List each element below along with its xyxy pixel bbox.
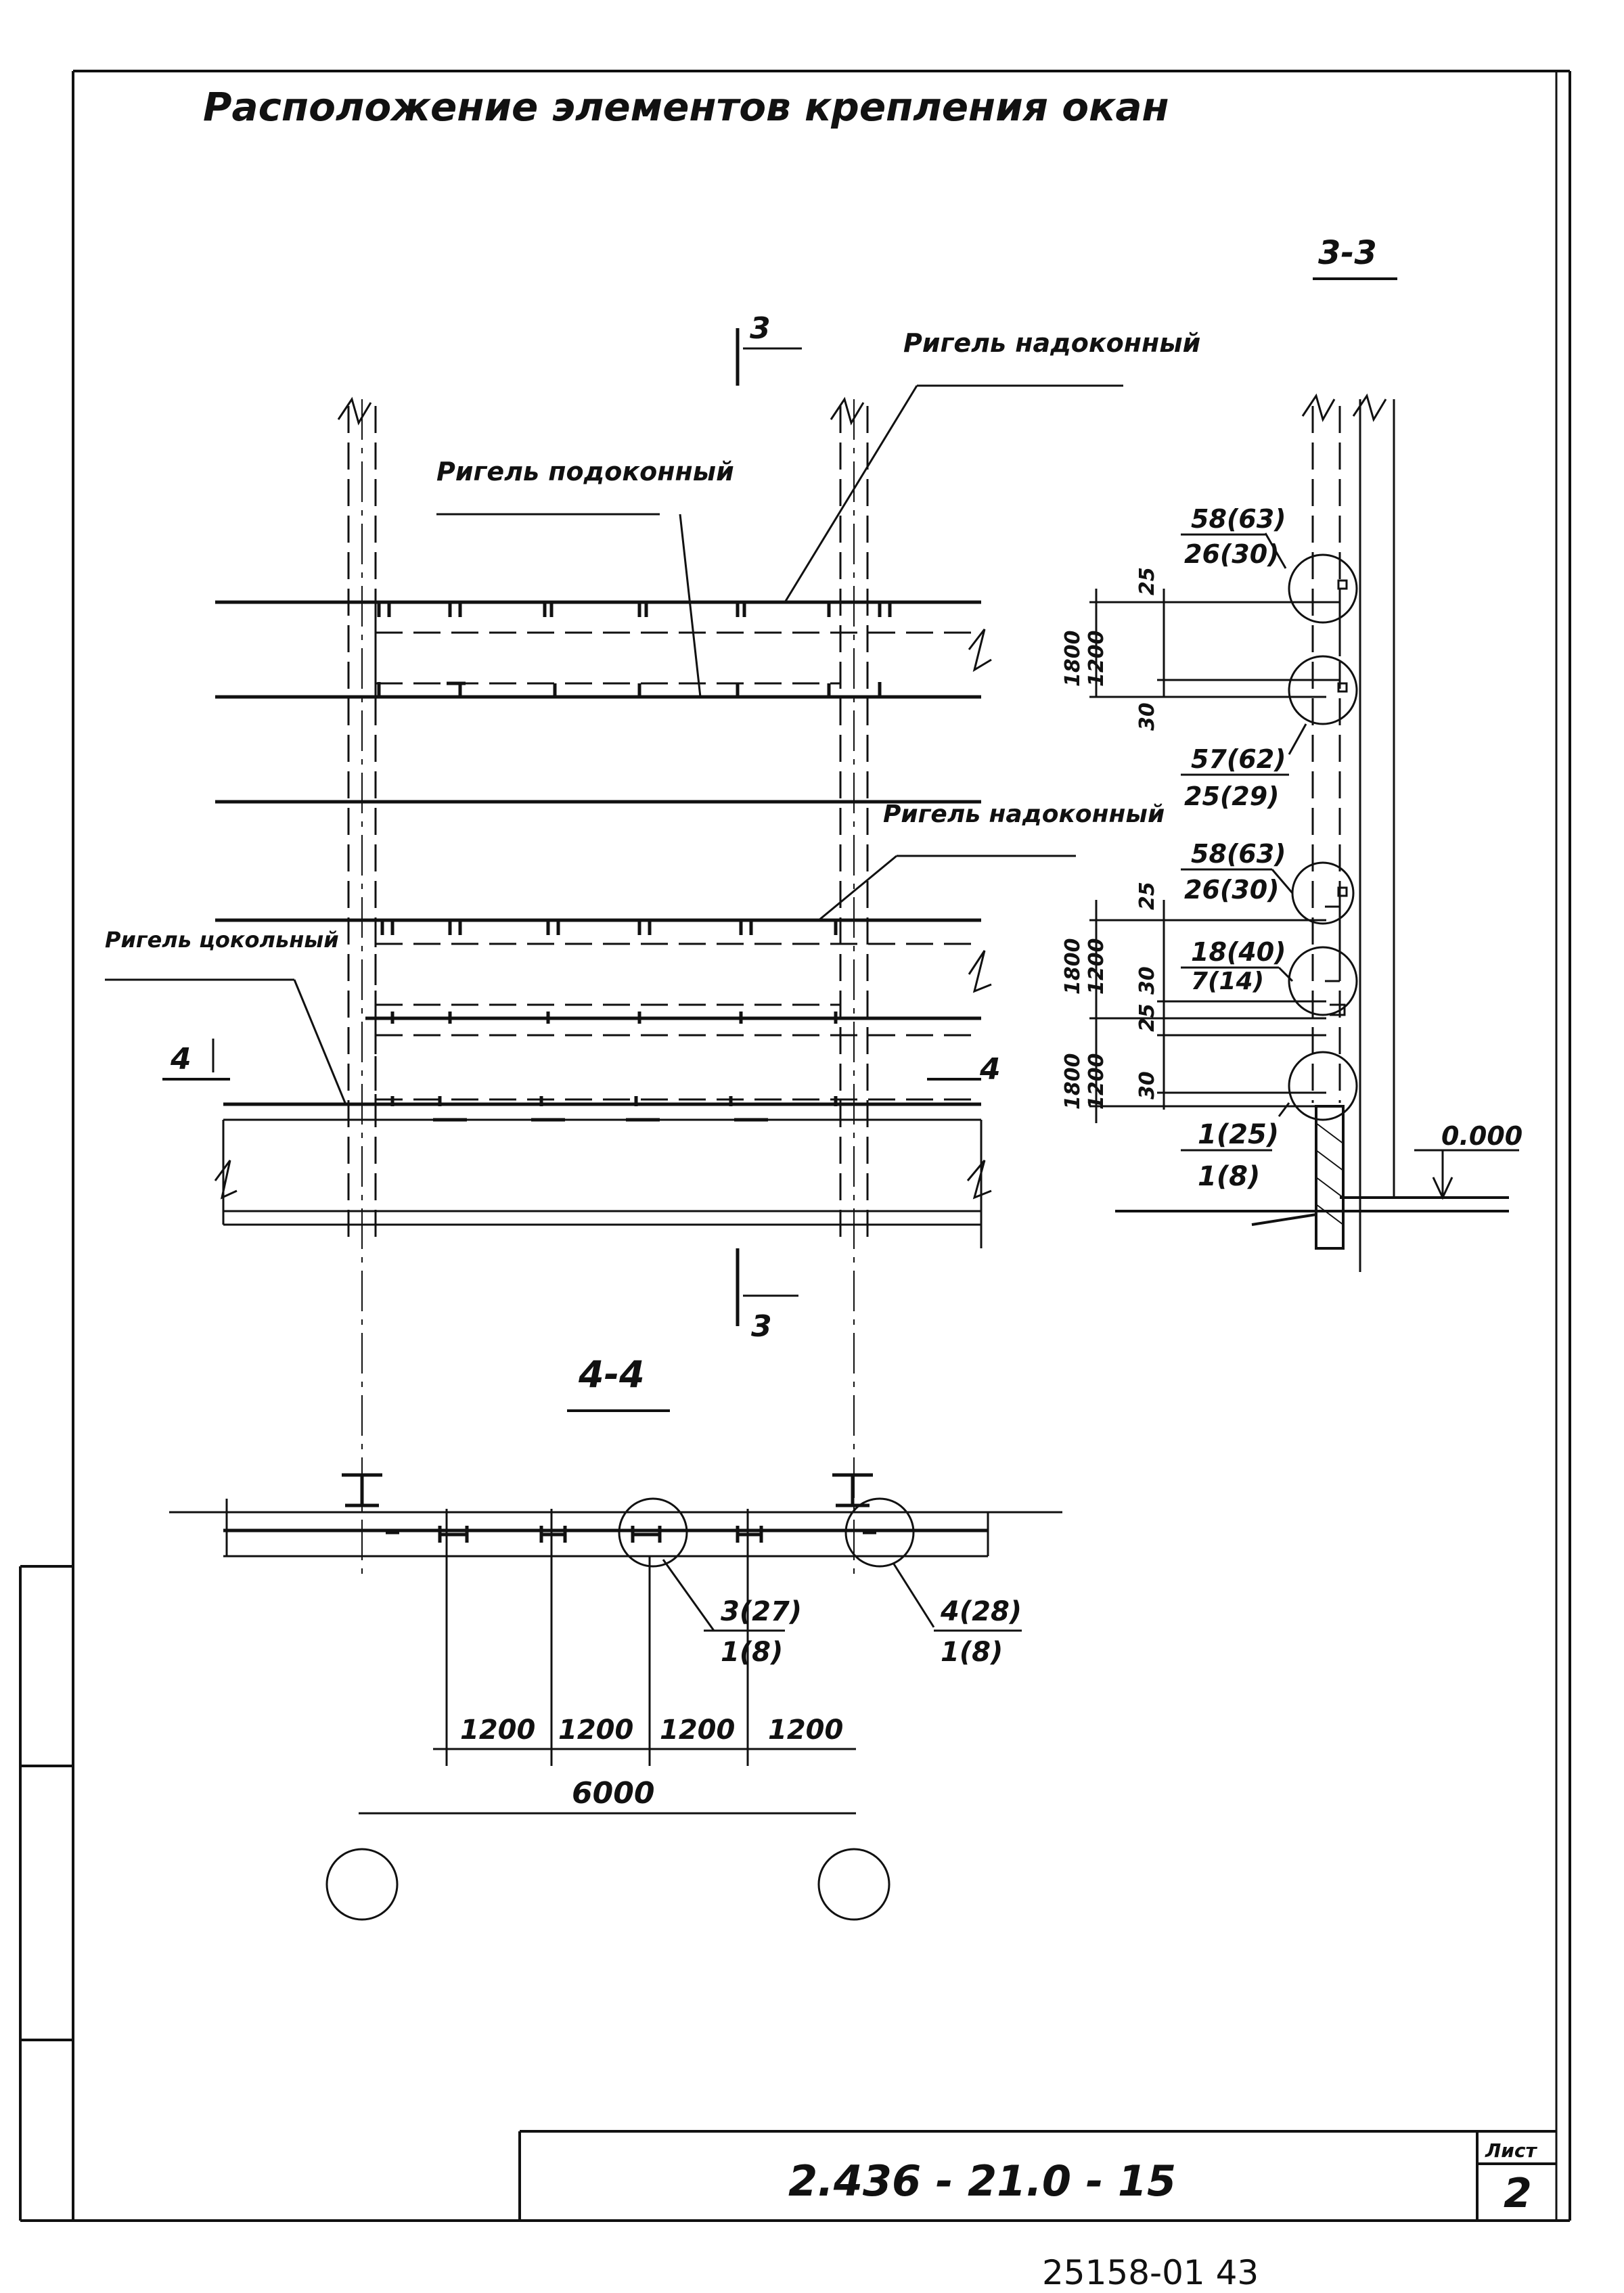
callout-1-top: 58(63) — [1191, 504, 1286, 534]
callout-2-top: 57(62) — [1191, 744, 1286, 774]
callout-2-bottom: 25(29) — [1184, 781, 1280, 811]
dim-25-c: 25 — [1135, 1003, 1159, 1032]
cut-3-bottom: 3 — [751, 1309, 772, 1344]
callout-1-bottom: 26(30) — [1184, 539, 1280, 569]
plan-callout-1-bottom: 1(8) — [721, 1637, 783, 1668]
rigel-lines — [215, 600, 981, 1226]
archive-number: 25158-01 43 — [1042, 2253, 1259, 2292]
plan-dim-2: 1200 — [558, 1715, 633, 1746]
column-right — [839, 399, 869, 1576]
cut-4-left: 4 — [170, 1042, 191, 1076]
dim-25-a: 25 — [1135, 567, 1159, 595]
section-4-4-title: 4-4 — [578, 1353, 645, 1396]
sheet-frame — [72, 70, 1571, 2222]
dim-1200-b: 1200 — [1085, 938, 1108, 995]
callout-5-bottom: 1(8) — [1198, 1161, 1260, 1192]
dim-1800-a: 1800 — [1061, 631, 1085, 687]
section-4-4-view: 4-4 3(27) 1(8) 4(28) 1 — [169, 1353, 1062, 1921]
label-rigel-nadokonny-2: Ригель надоконный — [883, 800, 1165, 828]
page-title: Расположение элементов крепления окан — [203, 84, 1169, 130]
title-block — [518, 2130, 1556, 2221]
sheet-number: 2 — [1504, 2170, 1532, 2217]
plan-callout-2-top: 4(28) — [940, 1596, 1022, 1627]
margin-stamp — [19, 1565, 73, 2222]
drawing-number: 2.436 - 21.0 - 15 — [788, 2156, 1176, 2206]
plan-dim-3: 1200 — [660, 1715, 735, 1746]
dim-1200-a: 1200 — [1085, 631, 1108, 687]
dim-1800-b: 1800 — [1061, 938, 1085, 995]
column-left — [347, 399, 377, 1576]
dim-1800-c: 1800 — [1061, 1053, 1085, 1110]
section-3-3-view: 3-3 — [1061, 234, 1522, 1272]
label-rigel-tsokolny: Ригель цокольный — [105, 927, 339, 953]
fastener-ticks — [377, 602, 892, 1106]
callout-3-bottom: 26(30) — [1184, 875, 1280, 905]
cut-3-top: 3 — [750, 311, 771, 346]
callout-4-top: 18(40) — [1191, 937, 1286, 967]
dim-1200-c: 1200 — [1085, 1053, 1108, 1110]
sheet-label: Лист — [1485, 2139, 1537, 2162]
callout-4-bottom: 7(14) — [1191, 968, 1264, 995]
elevation-view: Ригель надоконный Ригель подоконный Риге… — [105, 311, 1200, 1576]
plan-callout-1-top: 3(27) — [721, 1596, 802, 1627]
level-mark: 0.000 — [1441, 1121, 1522, 1151]
section-3-3-title: 3-3 — [1318, 234, 1377, 272]
dim-25-b: 25 — [1135, 882, 1159, 910]
plan-dim-total: 6000 — [572, 1776, 654, 1811]
callout-3-top: 58(63) — [1191, 839, 1286, 869]
window-panel-outlines — [374, 602, 981, 1104]
dim-30-a: 30 — [1135, 702, 1159, 731]
label-rigel-podokonny: Ригель подоконный — [436, 457, 734, 486]
plan-callout-2-bottom: 1(8) — [941, 1637, 1003, 1668]
callout-5-top: 1(25) — [1198, 1119, 1279, 1150]
plan-dim-4: 1200 — [768, 1715, 843, 1746]
dim-30-b: 30 — [1135, 966, 1159, 995]
cut-4-right: 4 — [979, 1052, 1001, 1087]
dim-30-c: 30 — [1135, 1071, 1159, 1099]
label-rigel-nadokonny: Ригель надоконный — [903, 328, 1200, 358]
plan-dim-1: 1200 — [460, 1715, 535, 1746]
